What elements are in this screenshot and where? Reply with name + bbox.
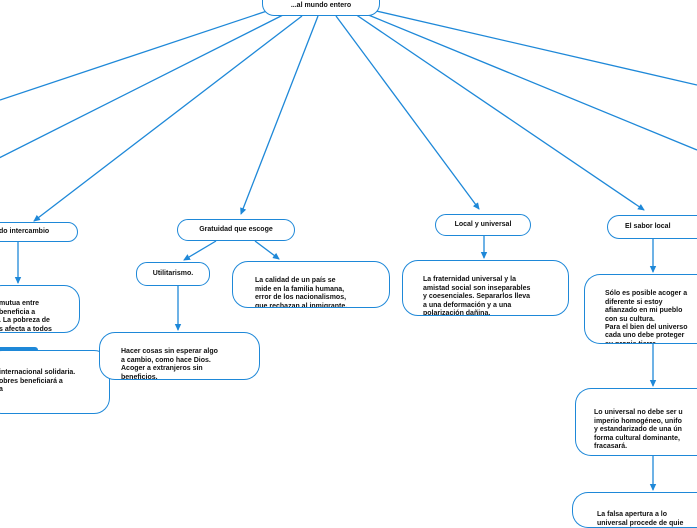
node-apertura-text[interactable]: La falsa apertura a lo universal procede… — [572, 492, 697, 528]
node-sabor-text[interactable]: Sólo es posible acoger a diferente si es… — [584, 274, 697, 344]
node-universal-text[interactable]: Lo universal no debe ser u imperio homog… — [575, 388, 697, 456]
link-root-offleft-1 — [0, 9, 271, 101]
link-root-local — [335, 15, 480, 210]
node-calidad-label: La calidad de un país se mide en la fami… — [255, 277, 348, 308]
node-utilitarismo-label: Utilitarismo. — [152, 269, 194, 277]
link-root-offleft-2 — [0, 13, 286, 159]
link-gratuidad-utilitarismo — [183, 240, 217, 261]
node-local-label: Local y universal — [454, 220, 512, 228]
link-root-sabor — [354, 13, 645, 211]
link-gratuidad-calidad — [254, 240, 280, 260]
node-utilitarismo[interactable]: Utilitarismo. — [136, 262, 210, 286]
root-topic[interactable]: ...al mundo entero — [262, 0, 380, 16]
node-universal-text-label: Lo universal no debe ser u imperio homog… — [594, 409, 683, 451]
node-utilitarismo-text-label: Hacer cosas sin esperar algo a cambio, c… — [121, 348, 218, 380]
node-gratuidad-label: Gratuidad que escoge — [199, 225, 273, 233]
node-local-text[interactable]: La fraternidad universal y la amistad so… — [402, 260, 569, 316]
node-sabor[interactable]: El sabor local — [607, 215, 697, 239]
link-root-offright-2 — [365, 13, 697, 151]
link-root-gratuidad — [240, 15, 319, 215]
node-calidad[interactable]: La calidad de un país se mide en la fami… — [232, 261, 390, 308]
node-sabor-text-label: Sólo es posible acoger a diferente si es… — [605, 290, 688, 343]
node-intercambio[interactable]: do intercambio — [0, 222, 78, 242]
node-gratuidad[interactable]: Gratuidad que escoge — [177, 219, 295, 241]
root-topic-label: ...al mundo entero — [290, 2, 352, 9]
node-intercambio-label: do intercambio — [0, 227, 50, 235]
node-intercambio-result-label: internacional solidaria. obres beneficia… — [0, 369, 76, 393]
link-root-intercambio — [33, 15, 303, 222]
node-sabor-label: El sabor local — [625, 222, 671, 230]
node-apertura-text-label: La falsa apertura a lo universal procede… — [597, 511, 684, 527]
link-root-offright-1 — [371, 9, 697, 86]
node-intercambio-text[interactable]: mutua entre beneficia a . La pobreza de … — [0, 285, 80, 333]
node-intercambio-text-label: mutua entre beneficia a . La pobreza de … — [0, 300, 52, 333]
node-intercambio-result[interactable]: internacional solidaria. obres beneficia… — [0, 350, 110, 414]
node-local[interactable]: Local y universal — [435, 214, 531, 236]
node-local-text-label: La fraternidad universal y la amistad so… — [423, 276, 531, 316]
node-utilitarismo-text[interactable]: Hacer cosas sin esperar algo a cambio, c… — [99, 332, 260, 380]
